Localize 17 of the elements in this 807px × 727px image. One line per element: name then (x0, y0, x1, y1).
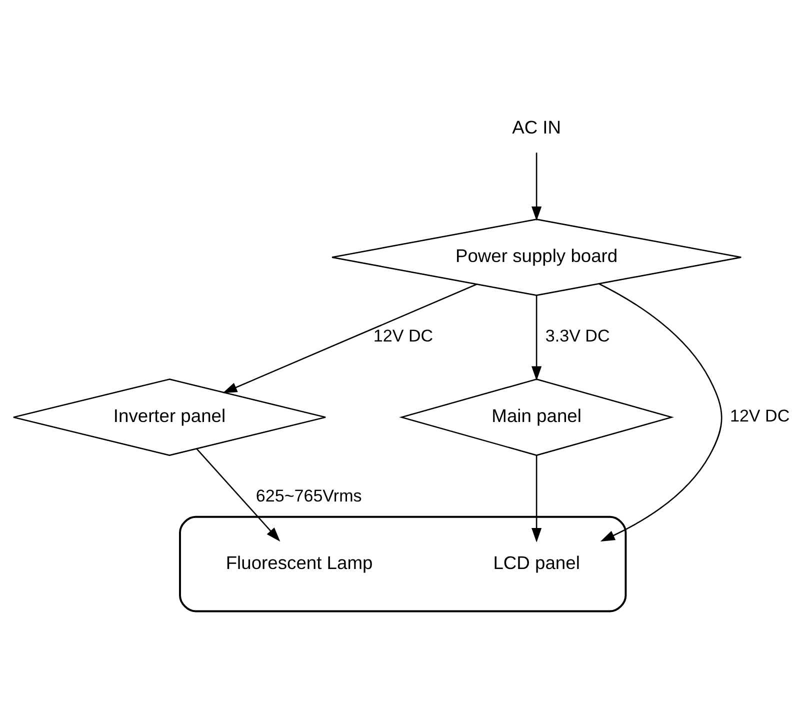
arrow (196, 448, 280, 542)
arrow (532, 296, 542, 381)
arrow (598, 283, 722, 542)
node-text: LCD panel (493, 552, 580, 573)
arrow (532, 152, 542, 221)
node-diamond: Main panel (399, 378, 674, 456)
edge-label: 12V DC (730, 406, 790, 426)
node-text: AC IN (512, 116, 562, 138)
node-text: Fluorescent Lamp (226, 552, 373, 573)
edge-label: 625~765Vrms (256, 486, 362, 506)
edge-label: 12V DC (373, 326, 434, 346)
arrow (532, 455, 542, 542)
node-diamond: Power supply board (331, 218, 742, 296)
node-diamond: Inverter panel (12, 378, 326, 456)
cluster (179, 516, 627, 612)
arrow (222, 284, 478, 394)
edge-label: 3.3V DC (545, 326, 610, 346)
